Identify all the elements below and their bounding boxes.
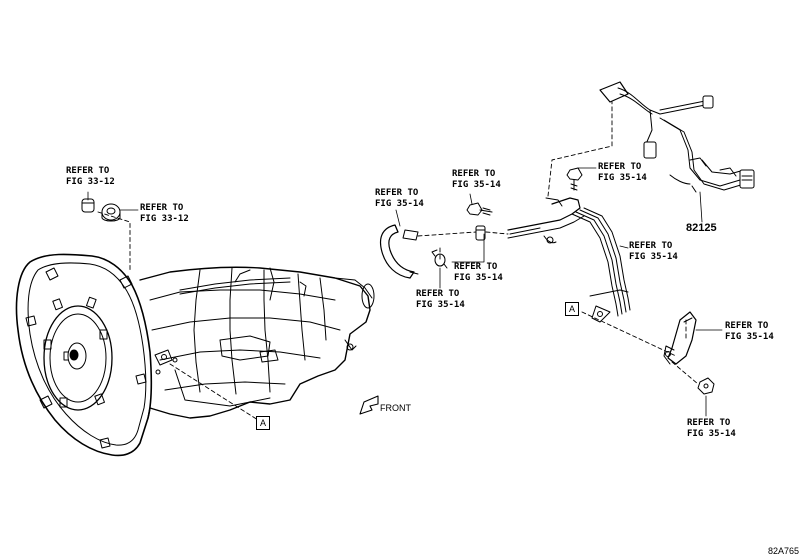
- part-number-label: 82125: [686, 222, 717, 234]
- solid-leaders: [87, 167, 723, 417]
- callout-line1: REFER TO: [725, 321, 769, 331]
- bolt-upper: [566, 167, 583, 191]
- transmission-assembly: [15, 253, 375, 457]
- callout-line2: FIG 35-14: [416, 300, 465, 310]
- front-label: FRONT: [380, 403, 411, 413]
- callout-line2: FIG 35-14: [725, 332, 774, 342]
- union-bolt: [466, 202, 493, 216]
- callout-line1: REFER TO: [598, 162, 642, 172]
- callout-line1: REFER TO: [629, 241, 673, 251]
- refer-callout: REFER TO FIG 35-14: [598, 162, 647, 184]
- callout-line1: REFER TO: [454, 262, 498, 272]
- callout-line2: FIG 35-14: [375, 199, 424, 209]
- callout-line2: FIG 35-14: [687, 429, 736, 439]
- callout-line1: REFER TO: [66, 166, 110, 176]
- refer-callout: REFER TO FIG 35-14: [687, 418, 736, 440]
- oil-cooler-hose: [379, 224, 419, 279]
- illustration-number: 82A765: [768, 546, 800, 556]
- oil-cooler-pipes: [507, 197, 631, 323]
- pipe-clamp-bracket: [663, 311, 697, 365]
- rubber-mount-parts: [81, 198, 121, 222]
- callout-line2: FIG 33-12: [66, 177, 115, 187]
- callout-line1: REFER TO: [375, 188, 419, 198]
- callout-line1: REFER TO: [687, 418, 731, 428]
- wire-harness-82125: [599, 81, 755, 193]
- refer-callout: REFER TO FIG 35-14: [725, 321, 774, 343]
- callout-line2: FIG 35-14: [452, 180, 501, 190]
- refer-callout: REFER TO FIG 35-14: [375, 188, 424, 210]
- callout-line2: FIG 35-14: [629, 252, 678, 262]
- callout-line1: REFER TO: [452, 169, 496, 179]
- union-fitting: [475, 225, 486, 241]
- reference-box-label: A: [256, 416, 270, 430]
- refer-callout: REFER TO FIG 33-12: [66, 166, 115, 188]
- front-arrow: [359, 395, 379, 415]
- callout-line2: FIG 33-12: [140, 214, 189, 224]
- refer-callout: REFER TO FIG 35-14: [629, 241, 678, 263]
- reference-box-label: A: [565, 302, 579, 316]
- callout-line1: REFER TO: [416, 289, 460, 299]
- refer-callout: REFER TO FIG 35-14: [416, 289, 465, 311]
- hose-clamp: [431, 249, 448, 269]
- refer-callout: REFER TO FIG 33-12: [140, 203, 189, 225]
- refer-callout: REFER TO FIG 35-14: [452, 169, 501, 191]
- callout-line1: REFER TO: [140, 203, 184, 213]
- dashed-leaders: [97, 101, 699, 421]
- callout-line2: FIG 35-14: [598, 173, 647, 183]
- bolt-lower-right: [697, 377, 715, 395]
- refer-callout: REFER TO FIG 35-14: [454, 262, 503, 284]
- callout-line2: FIG 35-14: [454, 273, 503, 283]
